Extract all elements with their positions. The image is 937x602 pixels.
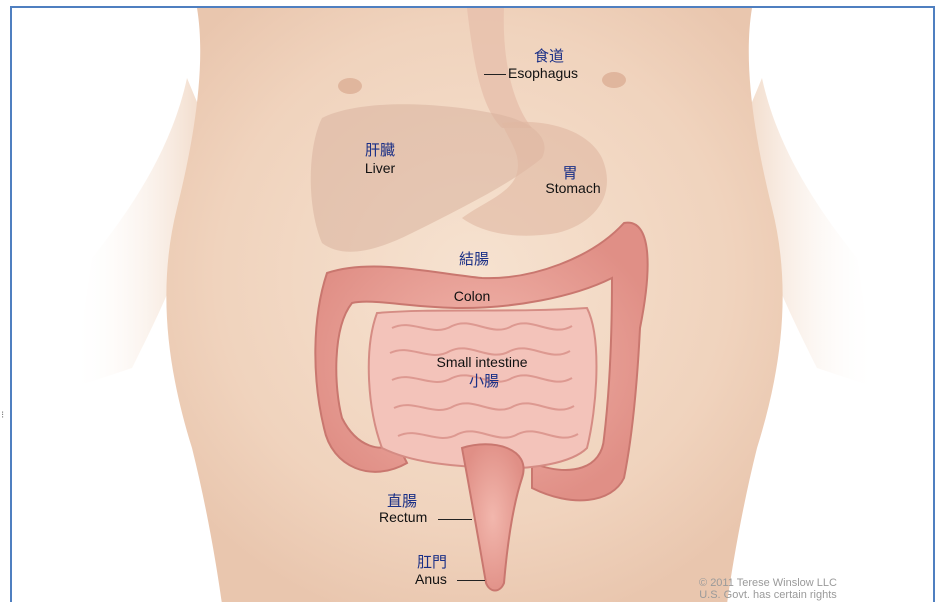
anus-leader-line: [457, 580, 485, 581]
liver-label-jp: 肝臓: [365, 142, 395, 158]
esophagus-label-jp: 食道: [534, 48, 564, 64]
liver-label: Liver: [365, 160, 395, 176]
left-nipple: [338, 78, 362, 94]
rectum-label-jp: 直腸: [387, 493, 417, 509]
esophagus-label: Esophagus: [508, 65, 578, 81]
illustration-frame: 食道 Esophagus 肝臓 Liver 胃 Stomach 結腸 Colon…: [10, 6, 935, 602]
abdomen-illustration: [12, 8, 935, 602]
copyright-line-1: © 2011 Terese Winslow LLC: [688, 577, 848, 589]
copyright-notice: © 2011 Terese Winslow LLC U.S. Govt. has…: [688, 577, 848, 601]
anus-label-jp: 肛門: [417, 554, 447, 570]
colon-label-jp: 結腸: [459, 251, 489, 267]
esophagus-leader-line: [484, 74, 506, 75]
copyright-line-2: U.S. Govt. has certain rights: [688, 589, 848, 601]
small-intestine-label-jp: 小腸: [469, 373, 499, 389]
colon-label: Colon: [454, 288, 491, 304]
anus-label: Anus: [415, 571, 447, 587]
rectum-leader-line: [438, 519, 472, 520]
stomach-label: Stomach: [545, 180, 600, 196]
right-nipple: [602, 72, 626, 88]
edge-mark: ⁝: [1, 410, 4, 421]
small-intestine-label: Small intestine: [436, 354, 527, 370]
stomach-label-jp: 胃: [562, 165, 577, 181]
rectum-label: Rectum: [379, 509, 427, 525]
